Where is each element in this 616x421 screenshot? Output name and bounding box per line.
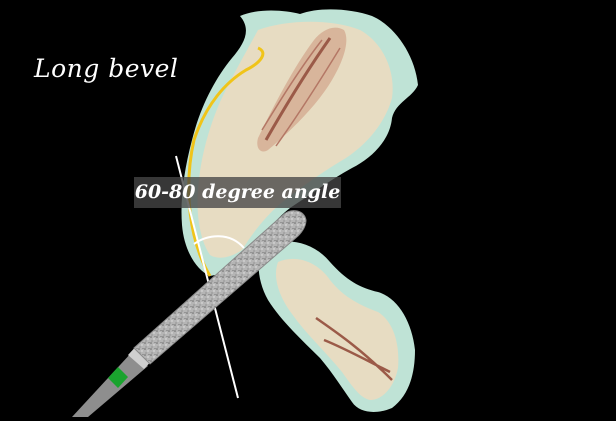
lower-tooth [259, 241, 415, 412]
long-bevel-label: Long bevel [34, 54, 178, 83]
angle-label: 60-80 degree angle [134, 177, 341, 208]
